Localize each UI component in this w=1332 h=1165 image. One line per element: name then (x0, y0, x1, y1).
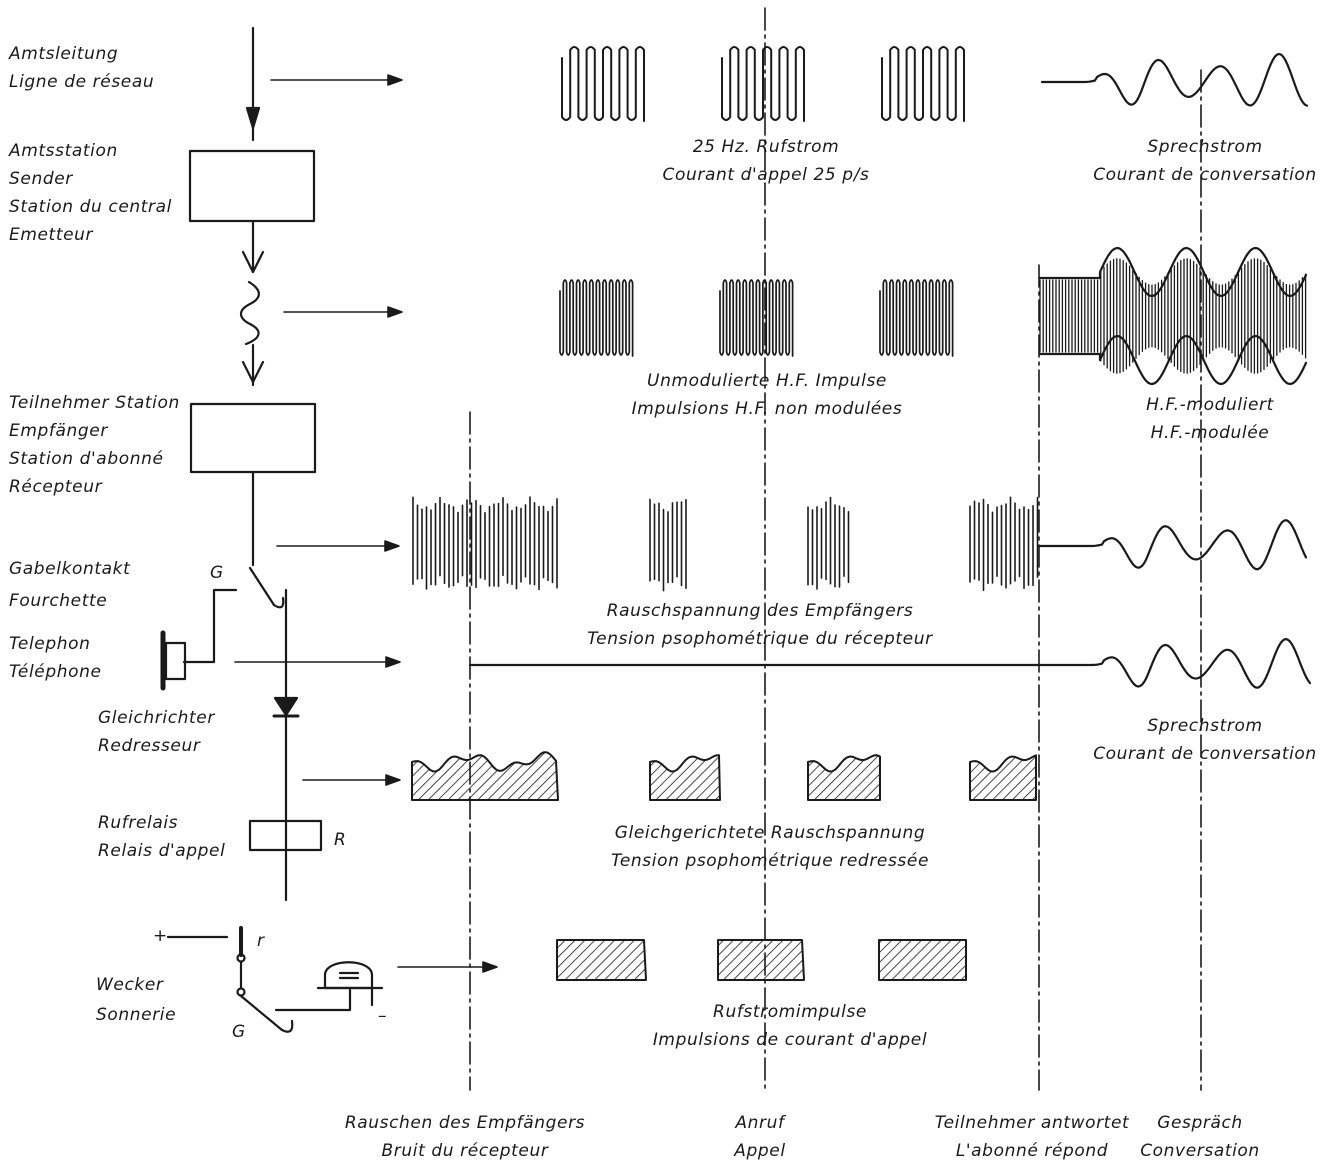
ringing-pulse-3 (878, 939, 967, 981)
hook-switch-lever (248, 566, 276, 607)
call-relay-coil (248, 819, 323, 852)
hook-switch-lever-bottom (239, 994, 284, 1032)
caption-ringing-pulses: Rufstromimpulse Impulsions de courant d'… (652, 1002, 928, 1050)
noise-block-3 (807, 496, 850, 590)
speech-wave-telephone (468, 638, 1312, 689)
ringing-pulse-1 (556, 939, 647, 981)
label-call-relay: Rufrelais Relais d'appel (98, 813, 226, 861)
hf-burst-1 (559, 279, 634, 357)
radio-link-wave (239, 280, 260, 346)
hf-burst-3 (879, 279, 954, 357)
telephone-receiver (164, 641, 187, 681)
rectifier-diode (273, 696, 299, 717)
rectified-noise-4 (969, 754, 1037, 801)
row-arrows (234, 74, 498, 973)
antenna-down-arrow-1 (241, 250, 265, 274)
noise-block-2 (649, 498, 687, 592)
signal-blocks (411, 496, 1039, 981)
ringing-burst-3 (881, 46, 965, 122)
ringing-pulse-2 (717, 939, 805, 981)
caption-ringing-current: 25 Hz. Rufstrom Courant d'appel 25 p/s (662, 137, 870, 185)
exchange-station-box (188, 149, 316, 223)
noise-block-4 (969, 496, 1039, 592)
noise-block-1 (412, 496, 558, 591)
antenna-down-arrow-2 (241, 360, 265, 384)
phase-conversation: Gespräch Conversation (1140, 1113, 1260, 1161)
caption-rectified-noise: Gleichgerichtete Rauschspannung Tension … (610, 823, 930, 871)
phase-separator-lines (469, 7, 1202, 1091)
phase-receiver-noise: Rauschen des Empfängers Bruit du récepte… (344, 1113, 586, 1161)
caption-speech-current-mid: Sprechstrom Courant de conversation (1093, 716, 1317, 764)
ringing-burst-2 (721, 46, 805, 122)
mark-plus: + (153, 926, 168, 946)
caption-receiver-noise-voltage: Rauschspannung des Empfängers Tension ps… (587, 601, 933, 649)
hf-burst-2 (719, 279, 794, 357)
ringing-burst-1 (561, 46, 645, 122)
telephone-wire (182, 588, 238, 664)
label-exchange-line: Amtsleitung Ligne de réseau (9, 44, 155, 92)
phase-subscriber-answers: Teilnehmer antwortet L'abonné répond (934, 1113, 1130, 1161)
caption-hf-modulated: H.F.-moduliert H.F.-modulée (1146, 395, 1274, 443)
label-hook-switch: Gabelkontakt Fourchette (9, 559, 131, 611)
speech-wave-top (1040, 52, 1309, 107)
rectified-noise-2 (649, 754, 721, 801)
rectified-noise-3 (807, 754, 881, 801)
subscriber-station-box (189, 402, 317, 474)
caption-speech-current-top: Sprechstrom Courant de conversation (1093, 137, 1317, 185)
mark-relay-r: R (334, 830, 346, 850)
exchange-line-arrowhead (245, 106, 261, 130)
bell-icon (323, 961, 374, 990)
mark-minus: – (378, 1006, 387, 1026)
label-exchange-station: Amtsstation Sender Station du central Em… (9, 141, 172, 245)
label-rectifier: Gleichrichter Redresseur (98, 708, 215, 756)
mark-hook-g-top: G (210, 563, 224, 583)
caption-unmodulated-hf: Unmodulierte H.F. Impulse Impulsions H.F… (631, 371, 903, 419)
mark-hook-g-bottom: G (232, 1022, 246, 1042)
hf-modulated-wave (1038, 246, 1308, 386)
label-telephone: Telephon Téléphone (9, 634, 102, 682)
label-bell: Wecker Sonnerie (96, 975, 177, 1025)
signal-path (160, 26, 384, 1033)
waveforms (468, 46, 1312, 689)
label-subscriber-station: Teilnehmer Station Empfänger Station d'a… (9, 393, 180, 497)
phase-call: Anruf Appel (734, 1113, 786, 1161)
rectified-noise-1 (411, 751, 559, 801)
speech-wave-row3 (1036, 519, 1308, 571)
mark-contact-r: r (257, 931, 264, 951)
